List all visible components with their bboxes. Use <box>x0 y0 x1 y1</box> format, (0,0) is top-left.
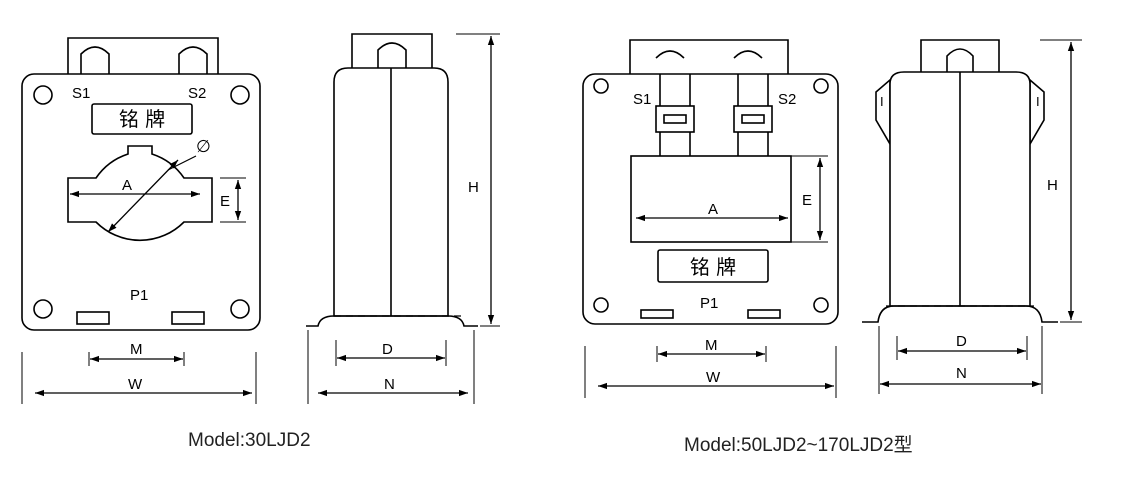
dim-a-label: A <box>122 177 132 194</box>
mounting-hole-br <box>230 299 250 319</box>
primary-window <box>67 145 213 242</box>
left-side-labels: H D N <box>382 179 479 393</box>
right-side-labels: I I H D N <box>880 94 1058 382</box>
dim-n-label: N <box>956 365 967 382</box>
bracket-slot-right <box>178 46 208 74</box>
terminal-screw-right <box>741 114 765 124</box>
left-front-dimensions <box>21 159 257 404</box>
dim-e-label: E <box>802 192 812 209</box>
terminal-slot-left <box>76 311 110 325</box>
mounting-hole-tl <box>33 85 53 105</box>
terminal-s1-label: S1 <box>72 85 90 102</box>
side-base <box>862 305 1058 323</box>
right-side-view <box>862 39 1058 323</box>
mounting-hole-bl <box>593 297 609 313</box>
right-front-labels: S1 S2 A E 铭 牌 P1 M W <box>633 91 812 386</box>
side-bracket-slot <box>377 42 407 68</box>
terminal-s2-label: S2 <box>778 91 796 108</box>
mounting-bracket <box>629 39 789 74</box>
mounting-bracket <box>67 37 219 74</box>
side-wing-left <box>875 78 891 147</box>
bracket-slot-right <box>733 50 763 59</box>
terminal-slot-left <box>640 309 674 319</box>
mounting-hole-tl <box>593 78 609 94</box>
dim-a-label: A <box>708 201 718 218</box>
right-side-dimensions <box>878 39 1082 394</box>
dim-h-label: H <box>468 179 479 196</box>
dim-d-label: D <box>956 333 967 350</box>
nameplate-label: 铭 牌 <box>119 107 165 131</box>
left-front-labels: S1 S2 铭 牌 ∅ A E P1 M W <box>72 85 230 393</box>
nameplate-box <box>657 249 769 283</box>
side-mark-left: I <box>880 94 884 109</box>
dim-e-label: E <box>220 193 230 210</box>
dim-w-label: W <box>706 369 721 386</box>
dim-m-label: M <box>130 341 143 358</box>
terminal-s1-label: S1 <box>633 91 651 108</box>
terminal-p1-label: P1 <box>700 295 718 312</box>
nameplate-box <box>91 103 193 135</box>
mounting-hole-bl <box>33 299 53 319</box>
diameter-line <box>107 159 179 233</box>
terminal-clamp-left <box>655 105 695 133</box>
side-mark-right: I <box>1036 94 1040 109</box>
dim-h-label: H <box>1047 177 1058 194</box>
dim-n-label: N <box>384 376 395 393</box>
left-side-dimensions <box>307 33 500 404</box>
mounting-hole-tr <box>813 78 829 94</box>
terminal-p1-label: P1 <box>130 287 148 304</box>
hole-symbol-label: ∅ <box>196 137 211 156</box>
side-bracket-slot <box>946 48 974 72</box>
dim-d-label: D <box>382 341 393 358</box>
mounting-hole-tr <box>230 85 250 105</box>
dim-w-label: W <box>128 376 143 393</box>
terminal-screw-left <box>663 114 687 124</box>
side-base <box>306 315 478 327</box>
dim-m-label: M <box>705 337 718 354</box>
side-bracket <box>351 33 433 68</box>
right-front-view <box>582 39 839 325</box>
terminal-slot-right <box>171 311 205 325</box>
primary-window <box>630 155 792 243</box>
nameplate-label: 铭 牌 <box>690 255 736 279</box>
right-front-dimensions <box>584 155 837 398</box>
model-caption-right: Model:50LJD2~170LJD2型 <box>684 435 913 456</box>
bracket-slot-left <box>80 46 110 74</box>
model-caption-left: Model:30LJD2 <box>188 430 311 451</box>
mounting-hole-br <box>813 297 829 313</box>
terminal-slot-right <box>747 309 781 319</box>
left-side-view <box>306 33 478 327</box>
terminal-clamp-right <box>733 105 773 133</box>
bracket-slot-left <box>655 50 685 59</box>
side-bracket <box>920 39 1000 72</box>
terminal-s2-label: S2 <box>188 85 206 102</box>
side-wing-right <box>1029 78 1045 147</box>
